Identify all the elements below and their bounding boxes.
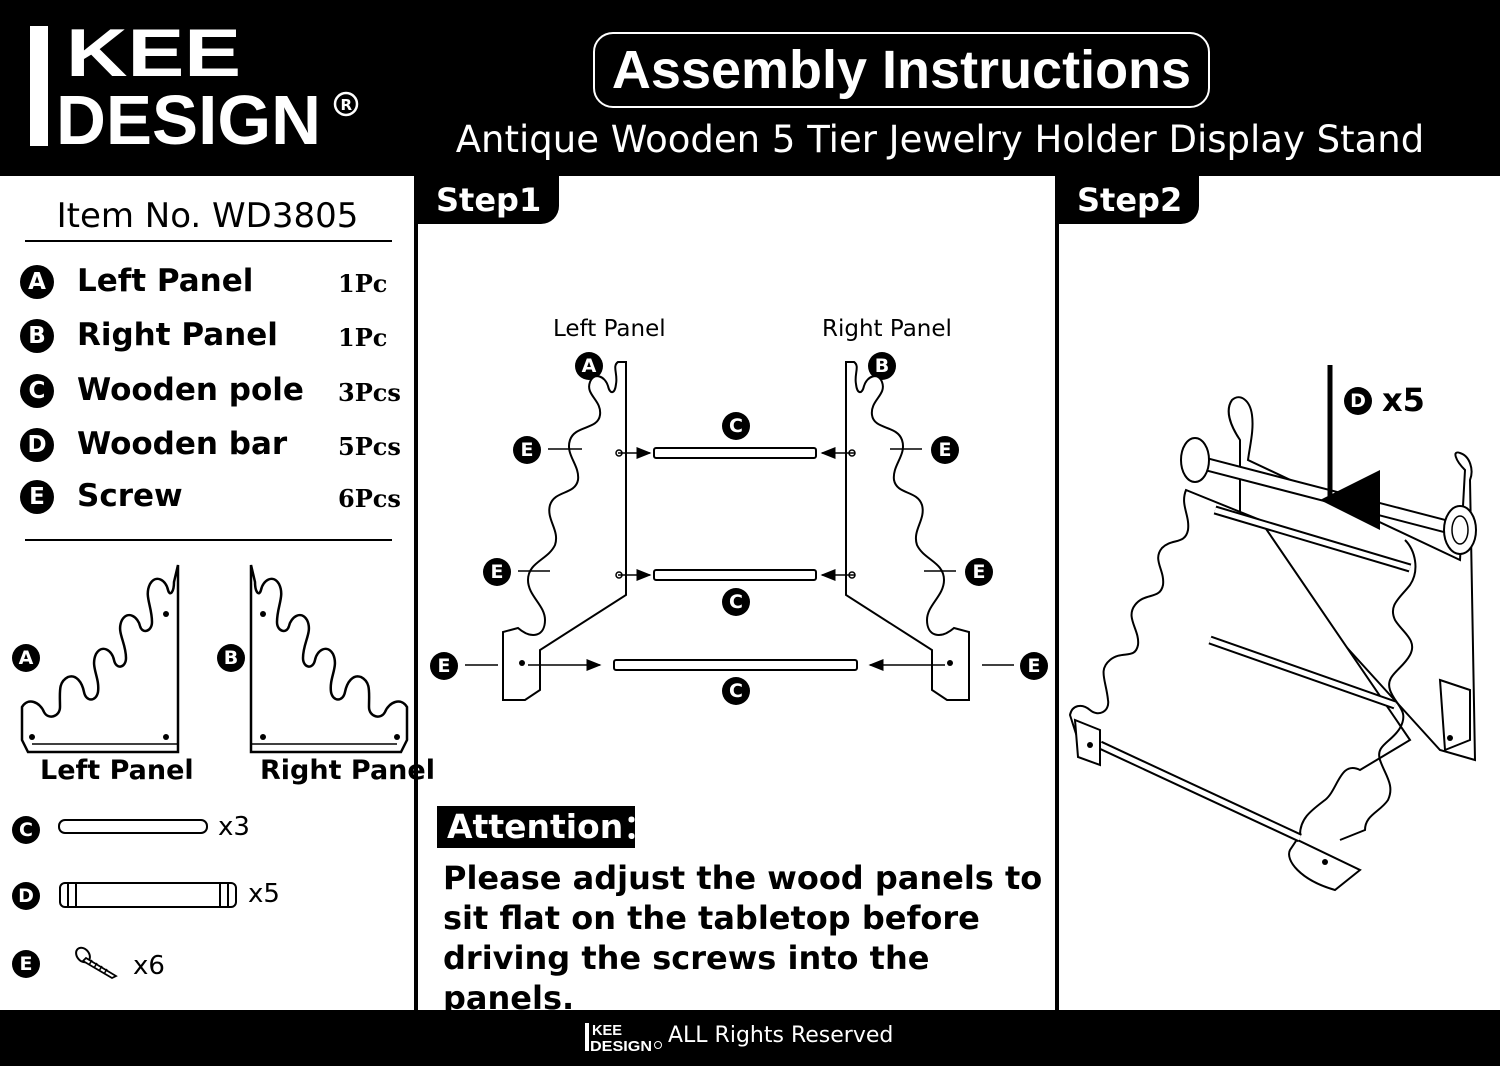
part-qty-c: 3Pcs — [338, 378, 401, 407]
part-qty-e: 6Pcs — [338, 484, 401, 513]
divider-right — [1055, 176, 1059, 1011]
label-c-marker: C — [12, 816, 40, 844]
part-row-a: A Left Panel 1Pc — [20, 263, 400, 303]
part-letter-b: B — [20, 319, 54, 353]
copyright-text: ALL Rights Reserved — [668, 1023, 894, 1048]
svg-text:DESIGN: DESIGN — [56, 81, 321, 159]
footer-logo: KEE DESIGN — [585, 1022, 662, 1055]
item-number: Item No. WD3805 — [56, 196, 359, 236]
step1-marker-c-top: C — [722, 412, 750, 440]
label-d-marker: D — [12, 882, 40, 910]
label-b-marker: B — [217, 644, 245, 672]
part-letter-e: E — [20, 480, 54, 514]
bar-count: x5 — [248, 879, 280, 909]
part-qty-b: 1Pc — [338, 323, 388, 352]
part-letter-d: D — [20, 428, 54, 462]
wooden-bar-icon — [59, 882, 237, 908]
step1-marker-e4: E — [965, 558, 993, 586]
part-name-a: Left Panel — [77, 263, 254, 299]
step1-left-panel-label: Left Panel — [553, 316, 666, 342]
header-bar — [0, 0, 1500, 176]
brand-logo: KEE DESIGN R — [30, 15, 359, 159]
part-row-b: B Right Panel 1Pc — [20, 317, 400, 357]
label-a-marker: A — [12, 644, 40, 672]
left-panel-caption: Left Panel — [40, 755, 194, 786]
page-subtitle: Antique Wooden 5 Tier Jewelry Holder Dis… — [455, 118, 1425, 161]
svg-text:DESIGN: DESIGN — [590, 1038, 652, 1055]
right-panel-illustration — [249, 564, 409, 754]
right-panel-caption: Right Panel — [260, 755, 435, 786]
step2-marker-d: D — [1344, 387, 1372, 415]
divider-rule-top — [25, 240, 392, 242]
divider-rule-bottom — [25, 539, 392, 541]
part-row-e: E Screw 6Pcs — [20, 478, 401, 518]
part-name-c: Wooden pole — [77, 372, 304, 408]
step1-tab: Step1 — [418, 176, 559, 224]
part-letter-c: C — [20, 374, 54, 408]
part-name-e: Screw — [77, 478, 183, 514]
screw-count: x6 — [133, 951, 165, 981]
step1-marker-b: B — [868, 352, 896, 380]
pole-count: x3 — [218, 812, 250, 842]
part-qty-a: 1Pc — [338, 269, 388, 298]
step2-tab: Step2 — [1059, 176, 1199, 224]
screw-icon — [75, 946, 118, 980]
step1-right-panel-label: Right Panel — [822, 316, 952, 342]
divider-left — [414, 176, 418, 1011]
part-name-d: Wooden bar — [77, 426, 288, 462]
part-name-b: Right Panel — [77, 317, 278, 353]
svg-text:KEE: KEE — [592, 1022, 622, 1039]
step1-marker-c-mid: C — [722, 588, 750, 616]
part-row-d: D Wooden bar 5Pcs — [20, 426, 401, 466]
step1-marker-e3: E — [483, 558, 511, 586]
step2-diagram — [1068, 365, 1477, 892]
step1-marker-e6: E — [1020, 652, 1048, 680]
attention-heading: Attention： — [437, 806, 656, 848]
svg-text:KEE: KEE — [66, 15, 241, 91]
step1-diagram — [465, 361, 1014, 701]
step1-marker-c-bottom: C — [722, 677, 750, 705]
label-e-marker: E — [12, 950, 40, 978]
part-row-c: C Wooden pole 3Pcs — [20, 372, 401, 412]
step1-marker-e5: E — [430, 652, 458, 680]
step1-marker-e1: E — [513, 436, 541, 464]
footer-bar — [0, 1010, 1500, 1066]
step1-marker-e2: E — [931, 436, 959, 464]
part-qty-d: 5Pcs — [338, 432, 401, 461]
title-box: Assembly Instructions — [593, 32, 1210, 108]
svg-text:R: R — [341, 96, 353, 114]
attention-text: Please adjust the wood panels to sit fla… — [443, 859, 1043, 1017]
left-panel-illustration — [20, 564, 180, 754]
step2-bar-count: x5 — [1382, 381, 1425, 419]
wooden-pole-icon — [58, 819, 208, 834]
part-letter-a: A — [20, 265, 54, 299]
page-title: Assembly Instructions — [611, 40, 1192, 100]
